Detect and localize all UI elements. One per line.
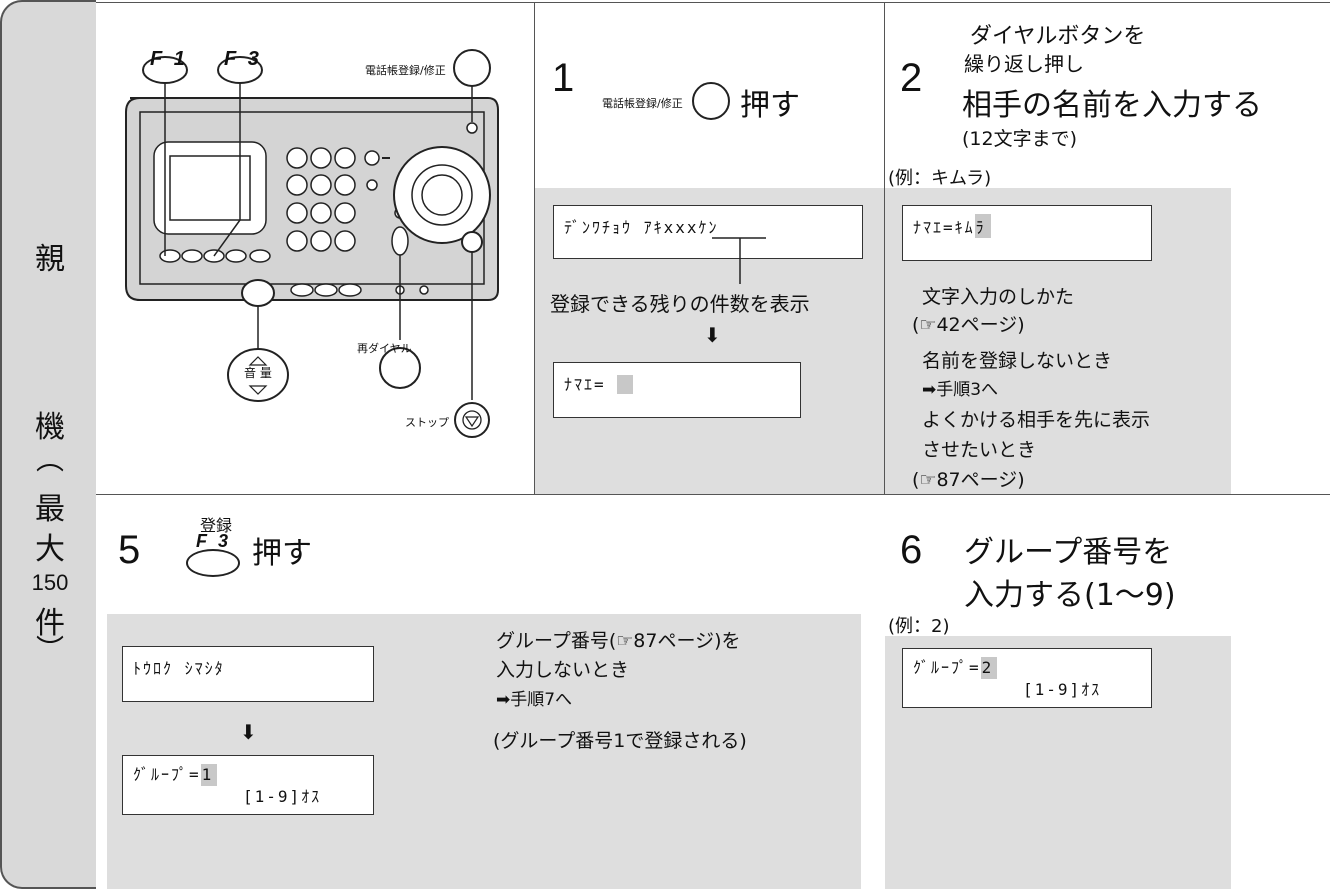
- step6-line1: グループ番号を: [964, 535, 1173, 570]
- step5-lcd-1: ﾄｳﾛｸ ｼﾏｼﾀ: [122, 646, 374, 702]
- step6-lcd-line2: [1-9]ｵｽ: [1023, 680, 1102, 699]
- divider-2: [884, 2, 885, 494]
- step5-key-top: 登録: [200, 516, 233, 535]
- step1-number: 1: [552, 56, 575, 100]
- step2-line2: 繰り返し押し: [964, 52, 1084, 76]
- fax-device-illustration: [125, 49, 499, 438]
- tab-char-ki: 機: [35, 410, 65, 445]
- phonebook-button-icon: [692, 82, 730, 120]
- step5-lcd2-text: ｸﾞﾙｰﾌﾟ=: [133, 765, 201, 784]
- step5-number: 5: [118, 528, 141, 572]
- tab-number: 150: [31, 570, 69, 595]
- step2-line4: (12文字まで): [962, 128, 1078, 150]
- tab-char-sai: 最: [35, 492, 65, 527]
- step2-note-5: させたいとき: [922, 439, 1037, 461]
- lcd2-cursor: [617, 375, 634, 394]
- step2-note-2: 名前を登録しないとき: [922, 350, 1113, 372]
- step5-lcd-2: ｸﾞﾙｰﾌﾟ=1 [1-9]ｵｽ: [122, 755, 374, 815]
- step6-number: 6: [900, 528, 923, 572]
- lcd-pointer: [712, 237, 766, 284]
- step2-note-1: (☞42ページ): [912, 314, 1025, 336]
- top-border: [96, 2, 1330, 3]
- volume-label: 音 量: [244, 366, 272, 380]
- divider-1: [534, 2, 535, 494]
- f3-key-icon: [186, 549, 240, 577]
- step5-lcd2-cursor: 1: [200, 764, 217, 786]
- f1-label: F 1: [150, 48, 188, 70]
- step2-number: 2: [900, 56, 923, 100]
- step2-lcd: ﾅﾏｴ=ｷﾑﾗ: [902, 205, 1152, 261]
- step2-line1: ダイヤルボタンを: [970, 24, 1146, 49]
- step1-button-label: 電話帳登録/修正: [602, 97, 683, 110]
- step1-note: 登録できる残りの件数を表示: [550, 292, 810, 316]
- step5-note-3: (グループ番号1で登録される): [493, 730, 747, 752]
- middle-divider: [96, 494, 1330, 495]
- step2-example: (例：キムラ): [888, 168, 992, 189]
- tab-char-oya: 親: [35, 242, 65, 277]
- phonebook-label: 電話帳登録/修正: [365, 64, 446, 77]
- step2-note-4: よくかける相手を先に表示: [922, 409, 1151, 431]
- step5-note-0: グループ番号(☞87ページ)を: [496, 630, 741, 652]
- tab-char-ken: 件: [35, 606, 65, 641]
- redial-label: 再ダイヤル: [357, 342, 412, 355]
- down-arrow-icon-2: ⬇: [240, 720, 257, 744]
- step5-lcd2-line2: [1-9]ｵｽ: [243, 787, 322, 806]
- step1-lcd-2: ﾅﾏｴ=: [553, 362, 801, 418]
- step2-note-6: (☞87ページ): [912, 469, 1025, 491]
- step6-lcd: ｸﾞﾙｰﾌﾟ=2 [1-9]ｵｽ: [902, 648, 1152, 708]
- f3-label: F 3: [224, 48, 262, 70]
- step6-line2: 入力する(1～9): [964, 578, 1176, 613]
- step1-action: 押す: [740, 88, 800, 123]
- step2-lcd-text: ﾅﾏｴ=ｷﾑ: [913, 218, 975, 237]
- tab-paren-close: ︶: [35, 633, 64, 666]
- side-tab: 親 機 ︵ 最 大 150 件 ︶: [0, 0, 96, 889]
- step5-key-label: F 3: [196, 531, 232, 551]
- tab-char-dai: 大: [35, 532, 65, 567]
- step2-note-3: ➡手順3へ: [922, 380, 999, 400]
- step6-lcd-cursor: 2: [980, 657, 997, 679]
- step2-line3: 相手の名前を入力する: [962, 88, 1262, 123]
- step6-example: (例：2): [888, 616, 950, 637]
- lcd2-text: ﾅﾏｴ=: [564, 375, 606, 394]
- step2-note-0: 文字入力のしかた: [922, 286, 1075, 308]
- stop-label: ストップ: [405, 416, 449, 429]
- step5-action: 押す: [252, 536, 312, 571]
- step5-note-2: ➡手順7へ: [496, 690, 573, 710]
- down-arrow-icon: ⬇: [704, 323, 721, 347]
- step2-lcd-cursor: ﾗ: [974, 214, 991, 238]
- step1-lcd-1: ﾃﾞﾝﾜﾁｮｳ ｱｷxxxｹﾝ: [553, 205, 863, 259]
- step5-note-1: 入力しないとき: [496, 659, 630, 681]
- step6-lcd-text: ｸﾞﾙｰﾌﾟ=: [913, 658, 981, 677]
- tab-paren-open: ︵: [35, 443, 64, 476]
- phonebook-key: [453, 49, 491, 87]
